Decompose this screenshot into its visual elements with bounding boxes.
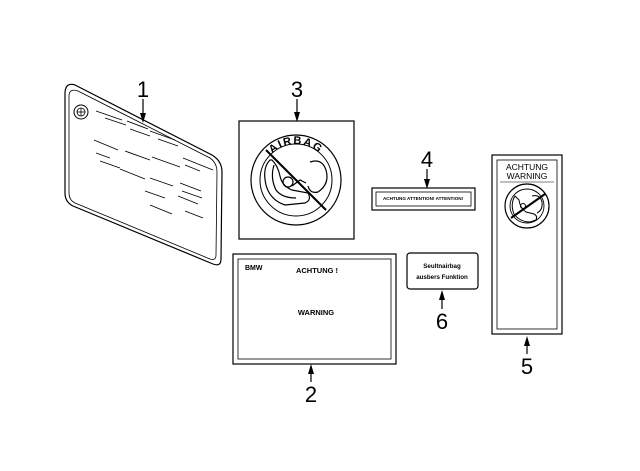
part-2-warning-label: BMW ACHTUNG ! WARNING <box>232 253 397 365</box>
part-6-line1: Seultnairbag <box>423 263 461 270</box>
plate-text-lines <box>93 110 214 219</box>
part-2-body: WARNING <box>298 308 334 317</box>
child-seat-icon <box>264 159 328 206</box>
callout-1: 1 <box>137 77 149 102</box>
part-2-brand: BMW <box>245 265 263 272</box>
bmw-roundel-icon <box>73 104 89 120</box>
part-5-line2: WARNING <box>507 171 548 181</box>
callout-6: 6 <box>436 309 448 334</box>
part-5-tall-label: ACHTUNG WARNING <box>491 154 563 335</box>
part-5-line1: ACHTUNG <box>506 162 548 172</box>
part-2-heading: ACHTUNG ! <box>296 266 338 275</box>
callout-arrows <box>140 99 530 382</box>
part-1-info-plate <box>64 83 223 266</box>
callout-5: 5 <box>521 354 533 379</box>
part-6-seat-label: Seultnairbag ausbers Funktion <box>406 252 479 290</box>
callout-3: 3 <box>291 77 303 102</box>
callout-2: 2 <box>305 382 317 407</box>
callout-4: 4 <box>421 147 433 172</box>
part-3-airbag-label: AIRBAG <box>238 120 355 240</box>
mini-child-seat-icon <box>511 195 543 223</box>
part-4-strip-label: ACHTUNG ATTENTION! ATTENTION! <box>371 187 476 211</box>
part-4-text: ACHTUNG ATTENTION! ATTENTION! <box>383 196 464 201</box>
mini-prohibition-slash <box>510 193 546 219</box>
prohibition-slash <box>265 149 327 211</box>
part-6-line2: ausbers Funktion <box>416 274 468 281</box>
